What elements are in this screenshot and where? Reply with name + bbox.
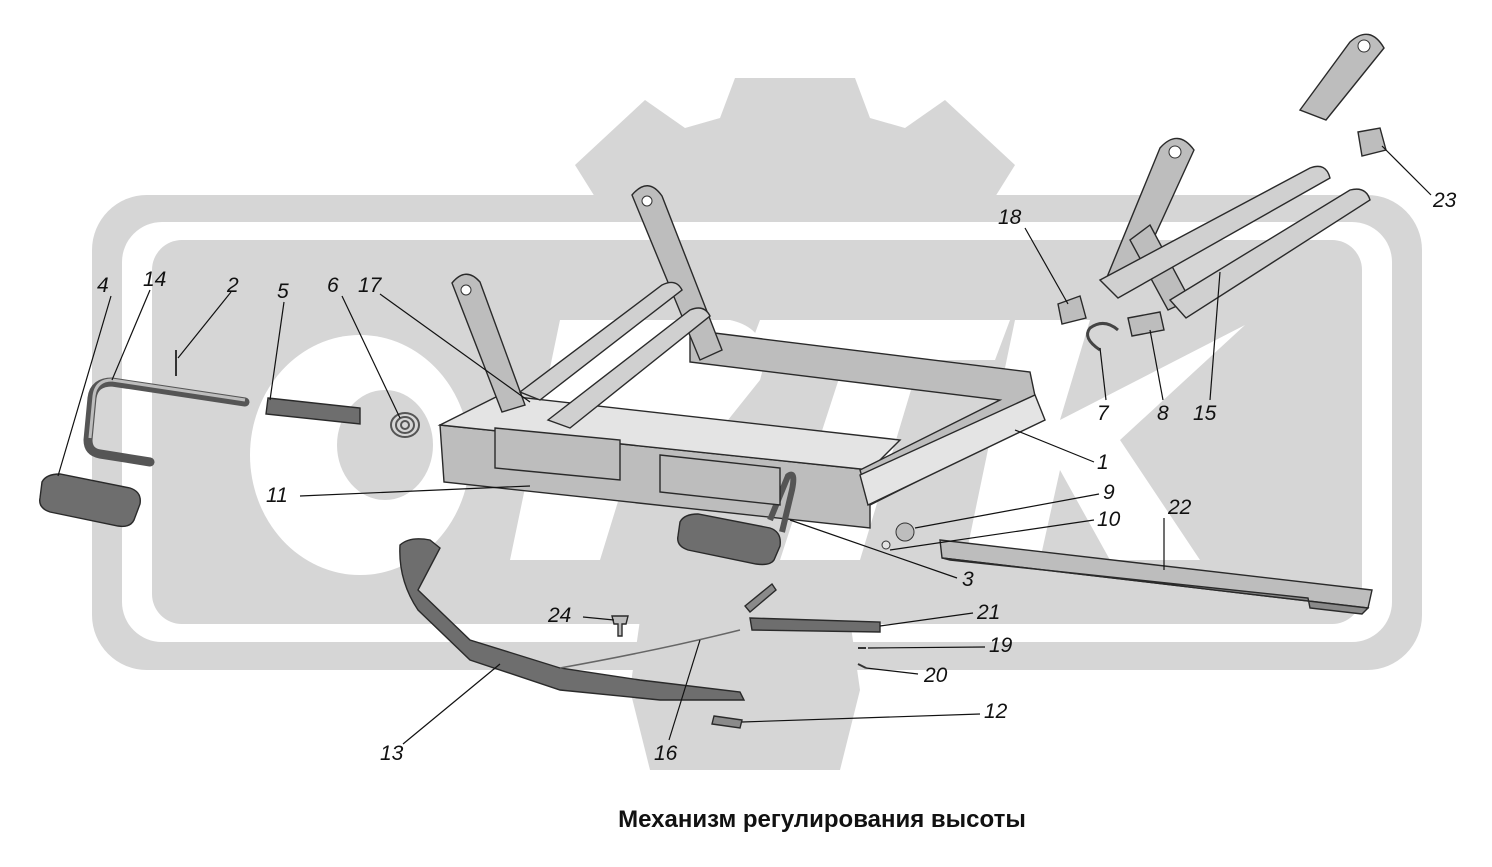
callout-2: 2: [226, 274, 239, 297]
lever-bracket-left-a: [451, 273, 526, 413]
callout-6: 6: [327, 274, 339, 297]
callout-11: 11: [266, 484, 288, 507]
callout-21: 21: [976, 601, 1000, 624]
cross-tube-right-b: [1168, 188, 1371, 319]
callout-19: 19: [989, 634, 1013, 657]
cable-sleeve: [744, 582, 777, 613]
cable: [559, 629, 741, 669]
washer-10: [881, 540, 891, 550]
handle-grip-center: [677, 513, 781, 566]
axle-pin: [1127, 311, 1165, 337]
callout-14: 14: [143, 268, 166, 291]
callout-23: 23: [1432, 189, 1457, 212]
diagram-caption: Механизм регулирования высоты: [618, 806, 1026, 833]
pin-20: [857, 663, 867, 669]
handle-grip-left: [39, 473, 141, 528]
upper-frame-side: [859, 394, 1046, 506]
mounting-plate: [749, 617, 881, 633]
callout-1: 1: [1097, 451, 1109, 474]
rack-rail-side: [941, 557, 1370, 615]
coil-spring: [390, 412, 420, 438]
callout-3: 3: [962, 568, 974, 591]
parts-group: [39, 33, 1387, 729]
bolt-right: [1357, 127, 1387, 157]
callout-5: 5: [277, 280, 289, 303]
callout-22: 22: [1167, 496, 1192, 519]
callout-16: 16: [654, 742, 678, 765]
bushing: [1057, 295, 1087, 325]
leader-lines: [57, 145, 1432, 745]
watermark-gear-bottom: [630, 620, 860, 770]
tube-short: [265, 397, 361, 425]
watermark-letter-k: [965, 320, 1245, 560]
callout-24: 24: [547, 604, 571, 627]
washer-9: [895, 522, 915, 542]
hinge-assembly-left: [494, 427, 621, 481]
lever-bracket-right-b: [1298, 33, 1385, 121]
screw: [611, 615, 629, 637]
cross-tube-right-a: [1098, 165, 1331, 299]
callout-20: 20: [923, 664, 948, 687]
callout-8: 8: [1157, 402, 1169, 425]
u-rod: [83, 377, 250, 467]
callout-17: 17: [358, 274, 383, 297]
circlip: [1086, 322, 1119, 352]
handle-loop: [767, 471, 797, 533]
callout-4: 4: [97, 274, 109, 297]
bent-lever: [399, 538, 746, 701]
callout-10: 10: [1097, 508, 1121, 531]
hinge-assembly: [659, 454, 781, 506]
callout-18: 18: [998, 206, 1022, 229]
callout-13: 13: [380, 742, 404, 765]
cross-tube-left-a: [518, 281, 683, 401]
u-rod-highlight: [88, 378, 246, 439]
callout-15: 15: [1193, 402, 1217, 425]
callout-9: 9: [1103, 481, 1115, 504]
callout-labels: 4 14 2 5 6 17 18 23 7 8 15 1 9 10 22 11 …: [97, 189, 1457, 765]
cross-tube-left-b: [546, 307, 711, 429]
dowel: [711, 715, 743, 729]
callout-7: 7: [1097, 402, 1110, 425]
callout-12: 12: [984, 700, 1008, 723]
